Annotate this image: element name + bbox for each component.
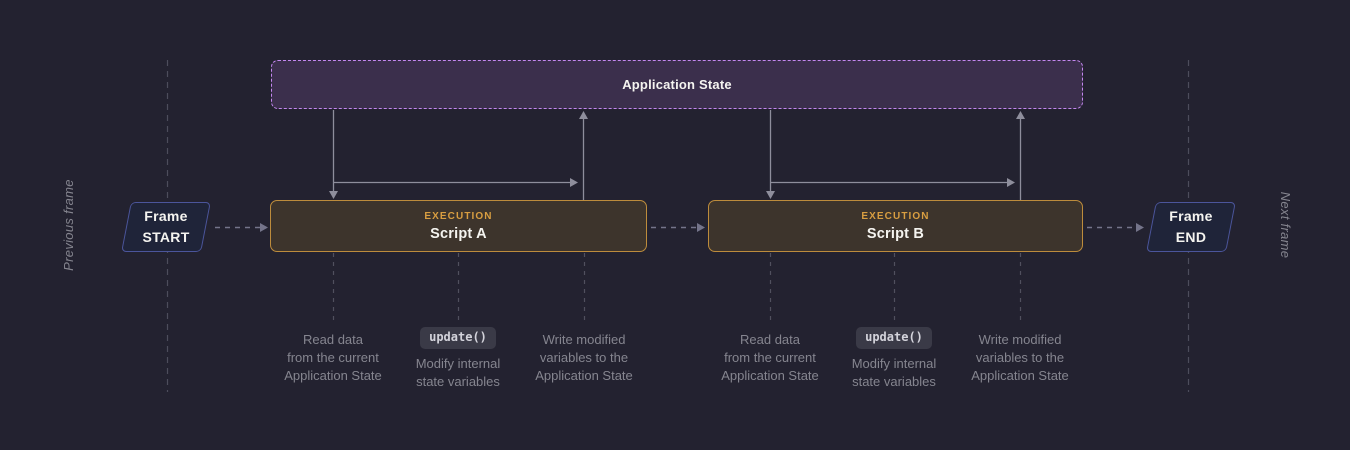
annotation-line: Application State bbox=[535, 368, 633, 383]
annotation-line: Application State bbox=[721, 368, 819, 383]
arrowhead-frame-start-to-script-a bbox=[260, 223, 268, 232]
arrowhead-script-a-to-script-b bbox=[697, 223, 705, 232]
annotation-write-script-a: Write modified variables to the Applicat… bbox=[499, 331, 669, 385]
update-function-badge: update() bbox=[856, 327, 932, 349]
script-b-label: Script B bbox=[866, 225, 925, 242]
frame-start-node: Frame START bbox=[121, 202, 211, 252]
annotation-line: from the current bbox=[724, 350, 816, 365]
script-a-box: EXECUTION Script A bbox=[270, 200, 647, 252]
annotation-line: Write modified bbox=[978, 332, 1062, 347]
annotation-update-script-a: update() Modify internal state variables bbox=[373, 327, 543, 391]
script-b-execution-tag: EXECUTION bbox=[861, 210, 930, 222]
annotation-read-script-b: Read data from the current Application S… bbox=[685, 331, 855, 385]
arrowhead-internal-script-a bbox=[570, 178, 578, 187]
frame-end-label: Frame END bbox=[1151, 202, 1231, 252]
annotation-line: Read data bbox=[740, 332, 800, 347]
annotation-line: Write modified bbox=[542, 332, 626, 347]
next-frame-label: Next frame bbox=[1278, 191, 1293, 259]
frame-end-line1: Frame bbox=[1169, 208, 1213, 224]
annotation-line: variables to the bbox=[539, 350, 629, 365]
application-state-label: Application State bbox=[622, 77, 732, 92]
frame-start-line2: START bbox=[142, 229, 190, 245]
application-state-box: Application State bbox=[271, 60, 1083, 109]
annotation-line: Application State bbox=[971, 368, 1069, 383]
frame-start-line1: Frame bbox=[144, 208, 188, 224]
annotation-line: Application State bbox=[284, 368, 382, 383]
annotation-update-script-b: update() Modify internal state variables bbox=[809, 327, 979, 391]
previous-frame-label: Previous frame bbox=[61, 179, 76, 271]
annotation-read-script-a: Read data from the current Application S… bbox=[248, 331, 418, 385]
update-function-badge: update() bbox=[420, 327, 496, 349]
script-b-box: EXECUTION Script B bbox=[708, 200, 1083, 252]
arrowhead-state-read-script-a bbox=[329, 191, 338, 199]
annotation-line: state variables bbox=[852, 374, 936, 389]
annotation-line: variables to the bbox=[975, 350, 1065, 365]
script-a-execution-tag: EXECUTION bbox=[424, 210, 493, 222]
frame-end-node: Frame END bbox=[1146, 202, 1236, 252]
annotation-line: Read data bbox=[303, 332, 363, 347]
arrowhead-state-write-script-b bbox=[1016, 111, 1025, 119]
script-a-label: Script A bbox=[430, 225, 487, 242]
annotation-line: Modify internal bbox=[415, 356, 501, 371]
annotation-write-script-b: Write modified variables to the Applicat… bbox=[935, 331, 1105, 385]
arrowhead-script-b-to-frame-end bbox=[1136, 223, 1144, 232]
annotation-line: from the current bbox=[287, 350, 379, 365]
frame-start-label: Frame START bbox=[126, 202, 206, 252]
annotation-line: Modify internal bbox=[851, 356, 937, 371]
arrowhead-state-read-script-b bbox=[766, 191, 775, 199]
annotation-line: state variables bbox=[416, 374, 500, 389]
arrowhead-internal-script-b bbox=[1007, 178, 1015, 187]
arrowhead-state-write-script-a bbox=[579, 111, 588, 119]
frame-end-line2: END bbox=[1175, 229, 1207, 245]
